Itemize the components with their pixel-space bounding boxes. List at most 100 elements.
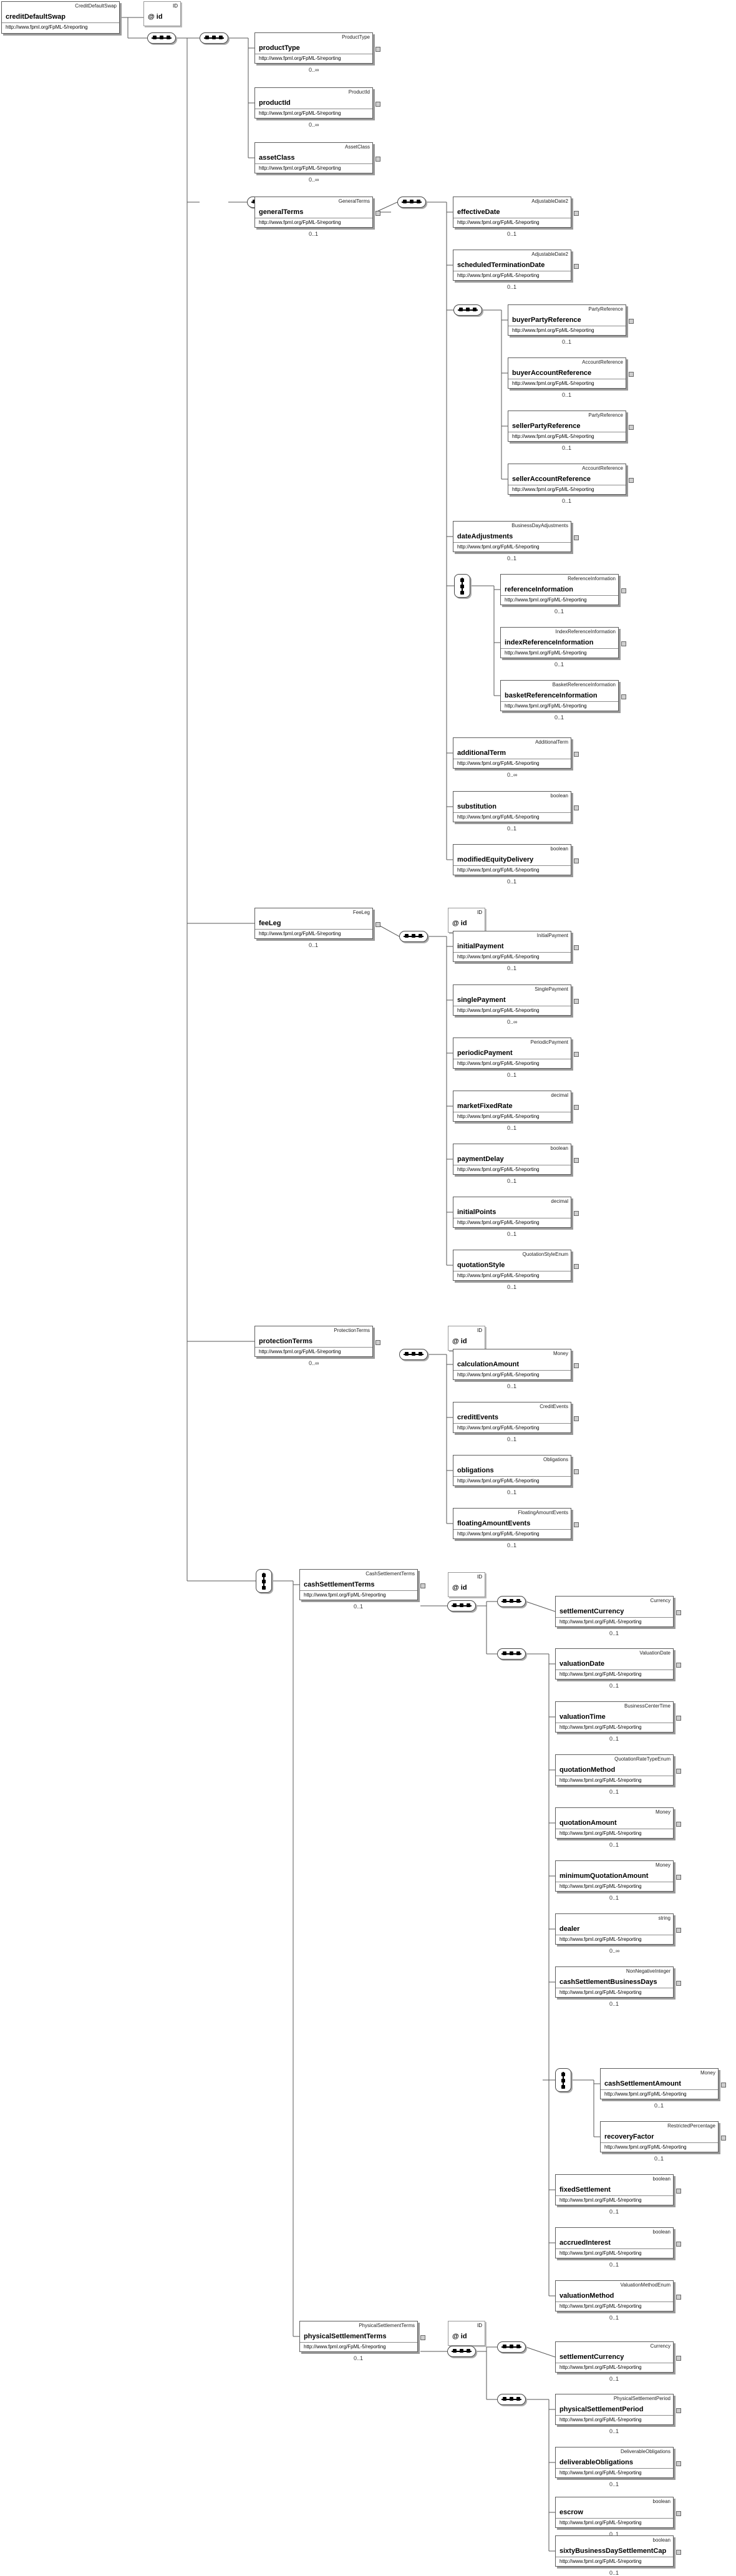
sequence-compositor[interactable] (497, 1648, 526, 1660)
expand-icon[interactable] (676, 2295, 681, 2300)
attribute-id-box[interactable]: ID @ id (448, 908, 485, 933)
expand-icon[interactable] (574, 858, 579, 863)
sequence-compositor[interactable] (497, 1596, 526, 1607)
expand-icon[interactable] (676, 2550, 681, 2555)
expand-icon[interactable] (676, 2511, 681, 2516)
expand-icon[interactable] (574, 1105, 579, 1110)
sequence-compositor[interactable] (200, 32, 228, 44)
expand-icon[interactable] (676, 1610, 681, 1615)
sequence-compositor[interactable] (397, 197, 426, 208)
expand-icon[interactable] (574, 999, 579, 1004)
attribute-id-box[interactable]: ID @ id (448, 1572, 485, 1597)
choice-compositor[interactable] (454, 574, 470, 598)
expand-icon[interactable] (375, 47, 380, 52)
sequence-compositor[interactable] (399, 931, 428, 942)
expand-icon[interactable] (375, 157, 380, 162)
expand-icon[interactable] (676, 1822, 681, 1827)
sequence-compositor[interactable] (497, 2341, 526, 2353)
expand-icon[interactable] (574, 1522, 579, 1527)
expand-icon[interactable] (629, 478, 634, 483)
expand-icon[interactable] (574, 1363, 579, 1368)
expand-icon[interactable] (574, 1211, 579, 1216)
expand-icon[interactable] (574, 535, 579, 540)
expand-icon[interactable] (721, 2136, 726, 2141)
expand-icon[interactable] (676, 1928, 681, 1933)
expand-icon[interactable] (676, 1716, 681, 1721)
expand-icon[interactable] (676, 2242, 681, 2247)
sequence-compositor[interactable] (447, 1600, 476, 1611)
expand-icon[interactable] (676, 1875, 681, 1880)
expand-icon[interactable] (621, 588, 626, 593)
choice-compositor[interactable] (555, 2068, 571, 2092)
expand-icon[interactable] (420, 1583, 425, 1588)
expand-icon[interactable] (574, 1158, 579, 1163)
expand-icon[interactable] (629, 319, 634, 324)
expand-icon[interactable] (676, 2356, 681, 2361)
expand-icon[interactable] (629, 425, 634, 430)
expand-icon[interactable] (676, 2461, 681, 2466)
expand-icon[interactable] (621, 694, 626, 699)
expand-icon[interactable] (574, 805, 579, 810)
choice-compositor[interactable] (256, 1569, 272, 1593)
expand-icon[interactable] (721, 2083, 726, 2088)
expand-icon[interactable] (676, 2408, 681, 2413)
expand-icon[interactable] (420, 2335, 425, 2340)
sequence-compositor[interactable] (147, 32, 176, 44)
expand-icon[interactable] (574, 211, 579, 216)
expand-icon[interactable] (574, 752, 579, 757)
expand-icon[interactable] (574, 264, 579, 269)
expand-icon[interactable] (574, 1469, 579, 1474)
expand-icon[interactable] (676, 1769, 681, 1774)
attribute-id-box[interactable]: ID @ id (448, 1326, 485, 1351)
attribute-id-box[interactable]: ID @ id (448, 2321, 485, 2346)
expand-icon[interactable] (676, 1981, 681, 1986)
expand-icon[interactable] (375, 102, 380, 107)
sequence-compositor[interactable] (447, 2346, 476, 2357)
expand-icon[interactable] (574, 1416, 579, 1421)
